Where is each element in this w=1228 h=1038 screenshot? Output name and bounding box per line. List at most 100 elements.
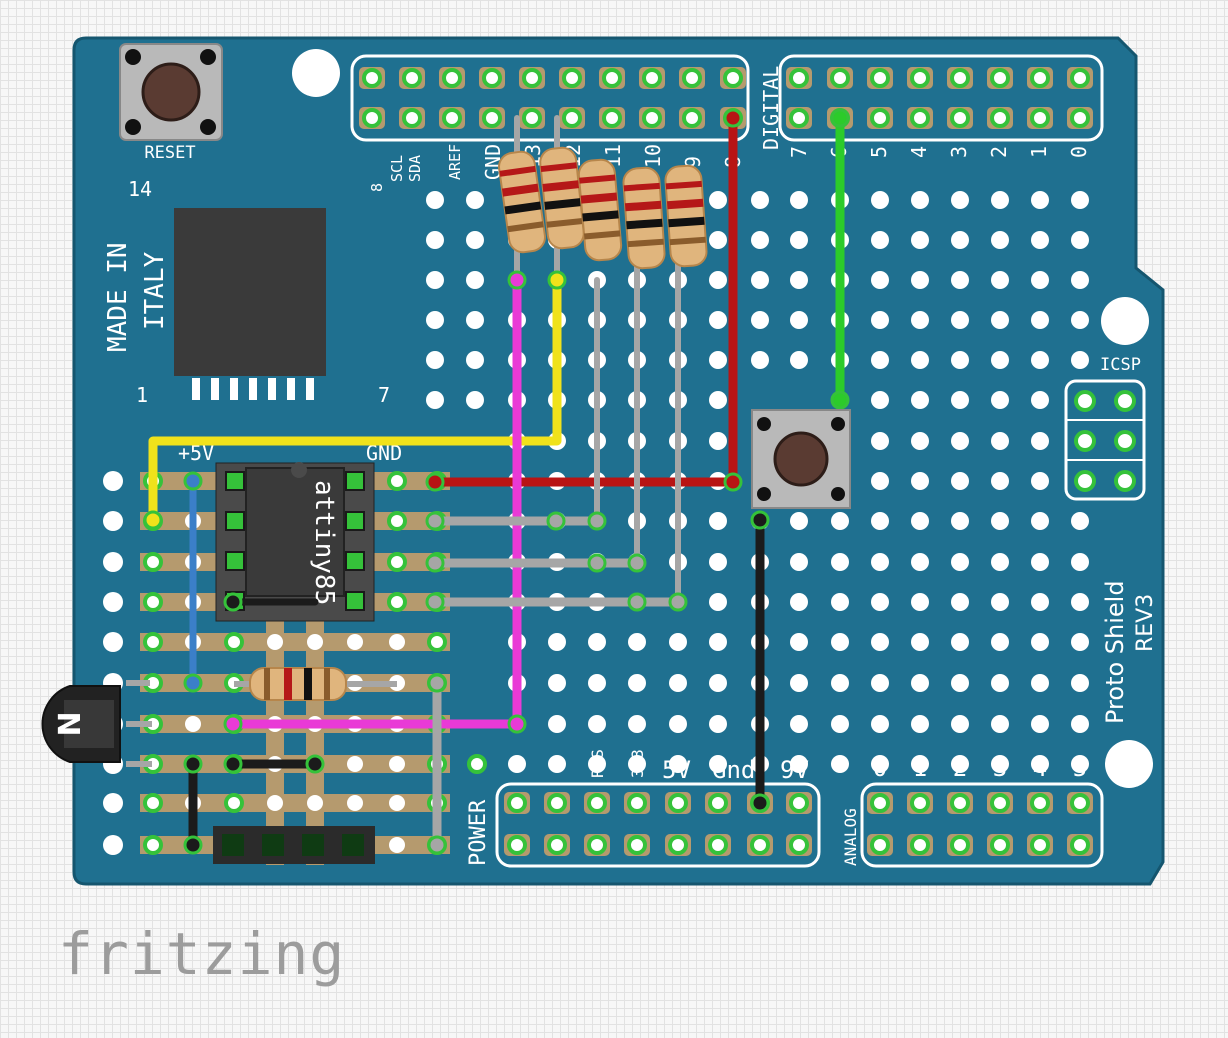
strip-hole bbox=[224, 793, 244, 813]
digital-header-labels: 8SCLSDAAREFGND1312111098DIGITAL76543210 bbox=[368, 66, 1091, 192]
hole bbox=[709, 674, 727, 692]
resistor-band bbox=[579, 174, 616, 184]
header-pin bbox=[990, 68, 1010, 88]
hole bbox=[669, 755, 687, 773]
hole bbox=[466, 271, 484, 289]
hole bbox=[1031, 674, 1049, 692]
header-pin bbox=[682, 68, 702, 88]
chip-pin-7-label: 7 bbox=[378, 383, 390, 407]
wire-end bbox=[427, 835, 447, 855]
strip-hole bbox=[387, 471, 407, 491]
hole bbox=[751, 231, 769, 249]
icsp-header bbox=[1064, 379, 1146, 501]
hole bbox=[508, 755, 526, 773]
reset-button[interactable] bbox=[119, 43, 223, 141]
hole bbox=[103, 793, 123, 813]
strip-hole bbox=[143, 592, 163, 612]
strip-hole bbox=[143, 793, 163, 813]
wire-end bbox=[547, 270, 567, 290]
hole bbox=[871, 553, 889, 571]
tactile-button[interactable] bbox=[751, 409, 851, 509]
wire-end bbox=[183, 673, 203, 693]
resistor-band bbox=[624, 200, 662, 212]
hole bbox=[871, 755, 889, 773]
hole bbox=[951, 311, 969, 329]
header-pin bbox=[910, 835, 930, 855]
chip-pin-14-label: 14 bbox=[128, 177, 152, 201]
wire-end bbox=[507, 714, 527, 734]
hole bbox=[911, 231, 929, 249]
header-pin bbox=[1070, 108, 1090, 128]
smd-chip bbox=[174, 208, 326, 400]
hole bbox=[911, 755, 929, 773]
wire-end bbox=[830, 390, 850, 410]
header-pin bbox=[547, 835, 567, 855]
hole bbox=[790, 755, 808, 773]
header-label: 5 bbox=[867, 146, 891, 158]
resistor-band bbox=[583, 230, 621, 240]
header-pin bbox=[402, 108, 422, 128]
hole bbox=[426, 191, 444, 209]
header-outline-right bbox=[778, 54, 1104, 142]
hole bbox=[911, 593, 929, 611]
icsp-label: ICSP bbox=[1100, 355, 1141, 375]
hole bbox=[466, 311, 484, 329]
hole bbox=[1071, 715, 1089, 733]
hole bbox=[951, 391, 969, 409]
header-pin bbox=[562, 68, 582, 88]
header-pin bbox=[708, 835, 728, 855]
header-pin bbox=[723, 68, 743, 88]
hole bbox=[548, 633, 566, 651]
header-pin bbox=[708, 793, 728, 813]
attiny85-chip[interactable] bbox=[215, 462, 375, 622]
resistor-band bbox=[540, 162, 577, 173]
strip-hole bbox=[389, 634, 405, 650]
analog-pin-label: 3 bbox=[993, 754, 1007, 782]
npn-transistor[interactable] bbox=[41, 680, 152, 767]
hole bbox=[871, 391, 889, 409]
wire-end bbox=[546, 511, 566, 531]
header-pin bbox=[870, 793, 890, 813]
mount-hole-right bbox=[1101, 297, 1149, 345]
proto-shield-board bbox=[72, 36, 1165, 886]
hole bbox=[588, 715, 606, 733]
hole bbox=[669, 715, 687, 733]
hole bbox=[991, 311, 1009, 329]
wire-end bbox=[723, 108, 743, 128]
header-pin bbox=[789, 108, 809, 128]
header-pin bbox=[562, 108, 582, 128]
header-label: 3 bbox=[947, 146, 971, 158]
hole bbox=[426, 351, 444, 369]
hole bbox=[991, 231, 1009, 249]
wire-end bbox=[143, 510, 163, 530]
power-pin-label: Gnd bbox=[712, 756, 755, 784]
hole bbox=[1071, 512, 1089, 530]
header-pin bbox=[642, 108, 662, 128]
hole bbox=[709, 391, 727, 409]
hole bbox=[709, 715, 727, 733]
header-label: 0 bbox=[1067, 146, 1091, 158]
hole bbox=[709, 311, 727, 329]
pin-header-4[interactable] bbox=[213, 826, 375, 864]
reset-label: RESET bbox=[144, 143, 195, 163]
strip-hole bbox=[267, 795, 283, 811]
analog-pin-label: 4 bbox=[1033, 754, 1047, 782]
resistor-horizontal[interactable] bbox=[234, 667, 397, 701]
hole bbox=[103, 471, 123, 491]
resistor-band bbox=[582, 210, 619, 222]
wire-end bbox=[183, 471, 203, 491]
header-label: 4 bbox=[907, 146, 931, 158]
hole bbox=[466, 391, 484, 409]
header-pin bbox=[1030, 835, 1050, 855]
wire-yellow[interactable] bbox=[148, 275, 562, 525]
analog-pin-label: 0 bbox=[873, 754, 887, 782]
header-pin bbox=[1070, 835, 1090, 855]
wire-end bbox=[627, 592, 647, 612]
hole bbox=[548, 715, 566, 733]
hole bbox=[871, 311, 889, 329]
hole bbox=[831, 553, 849, 571]
hole bbox=[790, 593, 808, 611]
hole bbox=[751, 271, 769, 289]
header-pin bbox=[482, 68, 502, 88]
hole bbox=[790, 553, 808, 571]
